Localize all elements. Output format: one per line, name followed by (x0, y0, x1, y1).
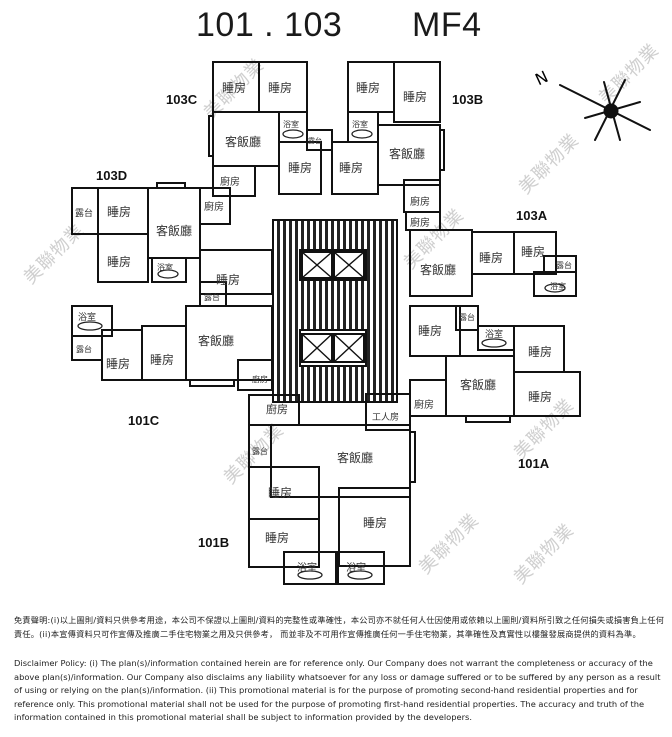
room-label: 客飯廳 (337, 450, 373, 465)
compass-star-icon (559, 79, 651, 141)
unit-103d-bathroom (151, 257, 187, 283)
room-label: 廚房 (410, 216, 430, 229)
units-title: 101 . 103 (196, 6, 343, 44)
unit-label-103b: 103B (452, 92, 483, 107)
unit-103d-living (147, 187, 201, 259)
room-label: 露台 (76, 344, 92, 354)
room-label: 睡房 (222, 80, 246, 95)
room-label: 睡房 (356, 80, 380, 95)
room-label: 廚房 (252, 374, 268, 384)
unit-103a-kitchen (405, 211, 441, 231)
room-label: 廚房 (220, 175, 240, 188)
unit-label-101c: 101C (128, 413, 160, 428)
unit-101b-bathroom-2 (337, 551, 385, 585)
room-label: 睡房 (521, 244, 545, 259)
unit-101c-bedroom-1 (101, 329, 143, 381)
room-label: 睡房 (268, 485, 292, 500)
unit-label-103a: 103A (516, 208, 548, 223)
room-label: 浴室 (78, 311, 96, 323)
unit-101b-bedroom-3 (338, 487, 411, 567)
unit-103d-bedroom-3 (199, 249, 273, 295)
room-label: 睡房 (106, 356, 130, 371)
floor-title: MF4 (412, 6, 482, 44)
room-label: 客飯廳 (156, 223, 192, 238)
room-label: 廚房 (414, 398, 434, 411)
room-label: 客飯廳 (460, 377, 496, 392)
unit-101b-balcony (248, 424, 272, 468)
unit-103b-bedroom-3 (331, 141, 379, 195)
unit-103d-bedroom-2 (97, 233, 149, 283)
room-label: 睡房 (363, 515, 387, 530)
room-label: 露台 (459, 312, 475, 322)
unit-103a-bathroom (533, 271, 577, 297)
unit-103c-kitchen (212, 165, 256, 197)
room-label: 客飯廳 (198, 333, 234, 348)
room-label: 露台 (556, 260, 572, 270)
room-label: 工人房 (372, 411, 399, 423)
room-label: 睡房 (107, 204, 131, 219)
room-label: 睡房 (265, 530, 289, 545)
building-core (272, 219, 398, 403)
room-label: 客飯廳 (420, 262, 456, 277)
unit-label-103c: 103C (166, 92, 198, 107)
unit-label-101a: 101A (518, 456, 550, 471)
room-label: 睡房 (528, 389, 552, 404)
room-label: 浴室 (352, 119, 368, 129)
unit-103b-bedroom-2 (393, 61, 441, 123)
unit-label-101b: 101B (198, 535, 229, 550)
unit-101b-bathroom-1 (283, 551, 337, 585)
room-label: 廚房 (204, 200, 224, 213)
room-label: 睡房 (403, 89, 427, 104)
room-label: 浴室 (485, 328, 503, 340)
room-label: 浴室 (550, 281, 566, 291)
disclaimer-chinese: 免責聲明:(i)以上圖則/資料只供參考用途，本公司不保證以上圖則/資料的完整性或… (14, 615, 665, 639)
room-label: 浴室 (157, 262, 173, 272)
room-label: 廚房 (410, 195, 430, 208)
room-label: 浴室 (297, 561, 317, 574)
north-indicator: N (532, 67, 551, 89)
room-label: 睡房 (107, 254, 131, 269)
room-label: 廚房 (266, 402, 288, 416)
balconies-103bc (306, 129, 333, 151)
room-label: 睡房 (479, 250, 503, 265)
unit-101b-maid-room (365, 393, 411, 431)
room-label: 睡房 (268, 80, 292, 95)
room-label: 睡房 (339, 160, 363, 175)
unit-101c-kitchen (237, 359, 273, 391)
room-label: 浴室 (283, 119, 299, 129)
room-label: 睡房 (418, 323, 442, 338)
room-label: 露台 (75, 207, 93, 219)
floor-plan: N 103C 103B 103D 103A 101C 101A 101B 睡房 … (71, 61, 651, 585)
room-label: 睡房 (288, 160, 312, 175)
unit-101a-balcony (455, 305, 479, 331)
room-label: 客飯廳 (389, 146, 425, 161)
room-label: 睡房 (528, 344, 552, 359)
room-label: 客飯廳 (225, 134, 261, 149)
unit-103c-bedroom-3 (278, 141, 322, 195)
disclaimer-english: Disclaimer Policy: (i) The plan(s)/infor… (14, 658, 661, 723)
room-label: 露台 (204, 292, 220, 302)
unit-103d-kitchen (199, 187, 231, 225)
room-label: 露台 (308, 136, 322, 145)
room-label: 浴室 (346, 561, 366, 574)
room-label: 睡房 (150, 352, 174, 367)
room-label: 睡房 (216, 272, 240, 287)
room-label: 露台 (252, 446, 268, 456)
unit-label-103d: 103D (96, 168, 127, 183)
